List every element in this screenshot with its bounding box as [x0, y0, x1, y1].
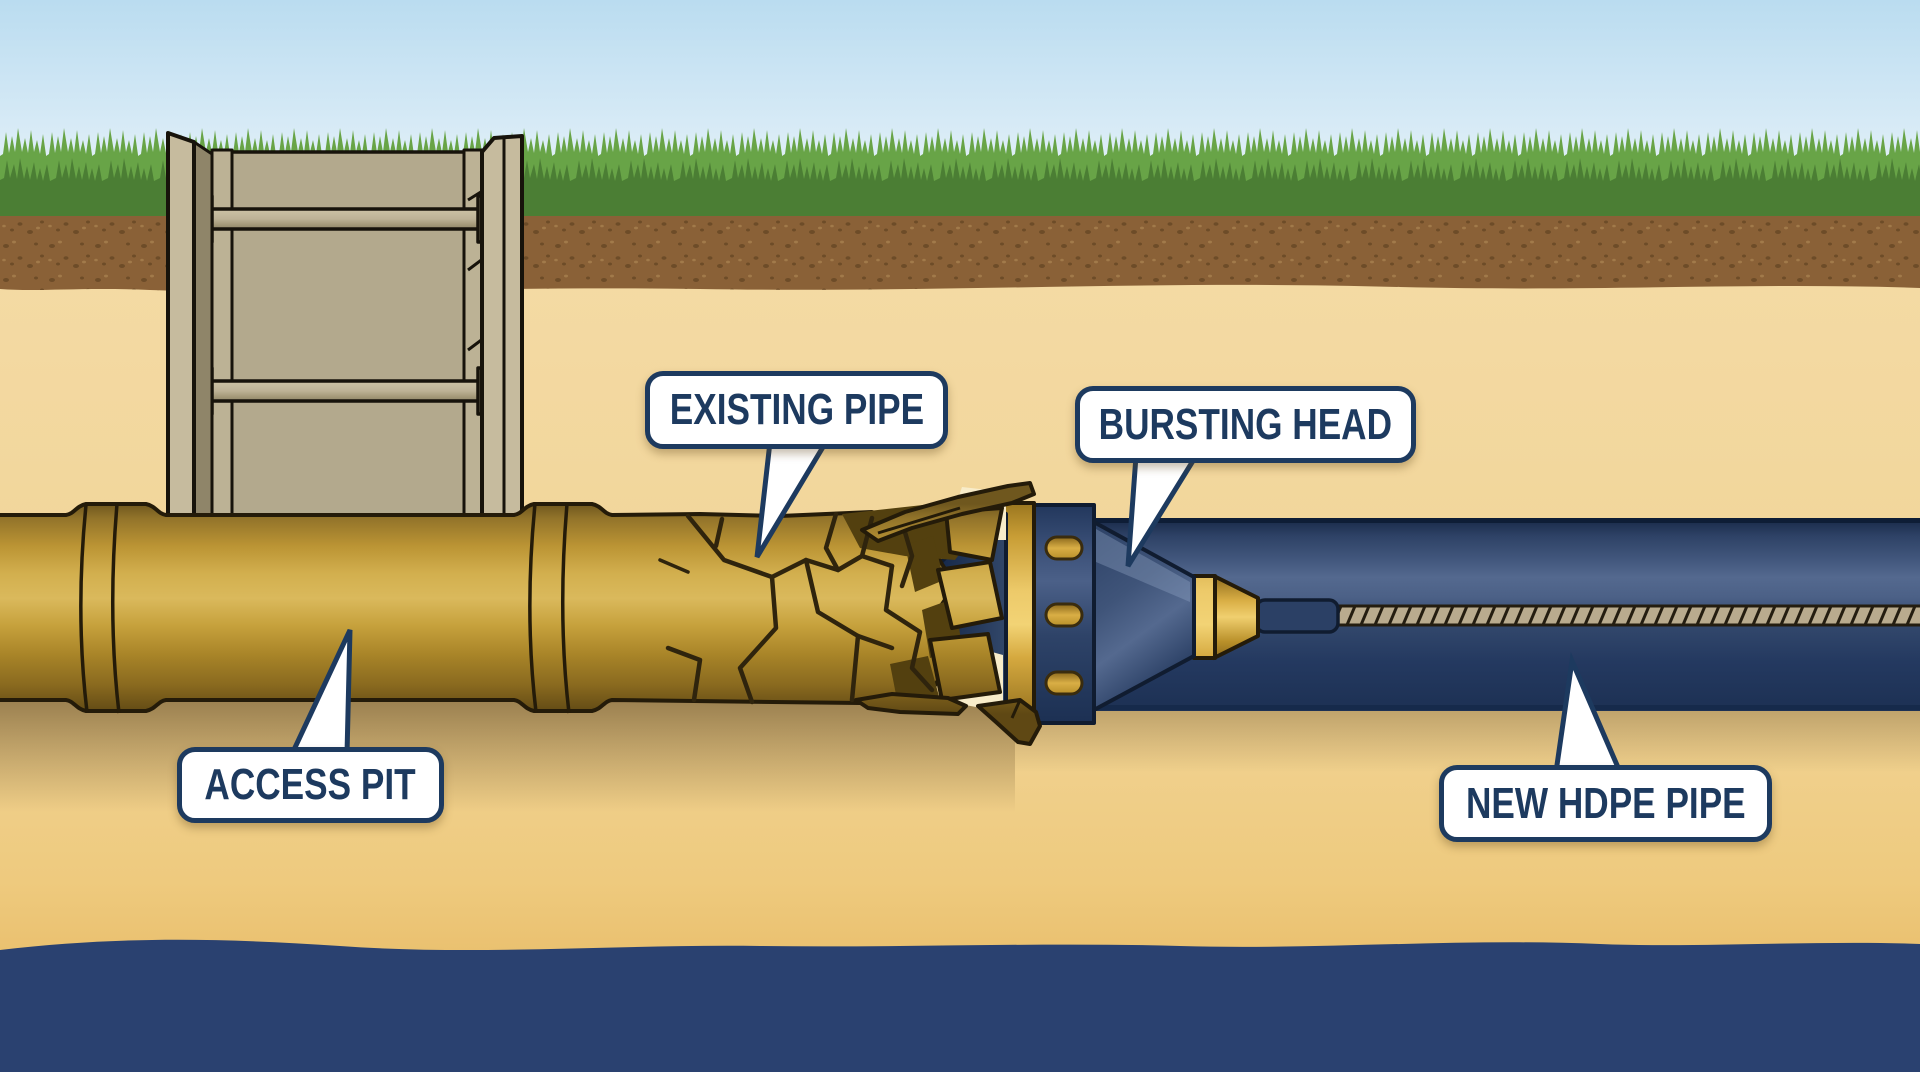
flying-shard-bottom	[976, 698, 1042, 746]
existing-pipe-callout: EXISTING PIPE	[645, 371, 948, 449]
existing-pipe	[0, 481, 1042, 746]
head-gold-band	[1002, 501, 1036, 726]
new-hdpe-pipe-callout: NEW HDPE PIPE	[1439, 765, 1772, 842]
access-pit-callout: ACCESS PIT	[177, 747, 444, 823]
access-pit-shoring	[166, 131, 524, 522]
pipe-shadows	[0, 700, 1920, 812]
bursting-head-callout: BURSTING HEAD	[1075, 386, 1416, 463]
existing-pipe-callout-label: EXISTING PIPE	[669, 385, 924, 434]
access-pit-callout-label: ACCESS PIT	[204, 760, 417, 809]
bottom-soil-band	[0, 939, 1920, 1072]
new-hdpe-pipe-callout-label: NEW HDPE PIPE	[1465, 778, 1746, 828]
pipe-bell-joints	[79, 503, 571, 714]
crack-lines	[658, 511, 935, 705]
pull-cable	[1332, 604, 1920, 627]
bursting-head-callout-label: BURSTING HEAD	[1098, 399, 1393, 449]
